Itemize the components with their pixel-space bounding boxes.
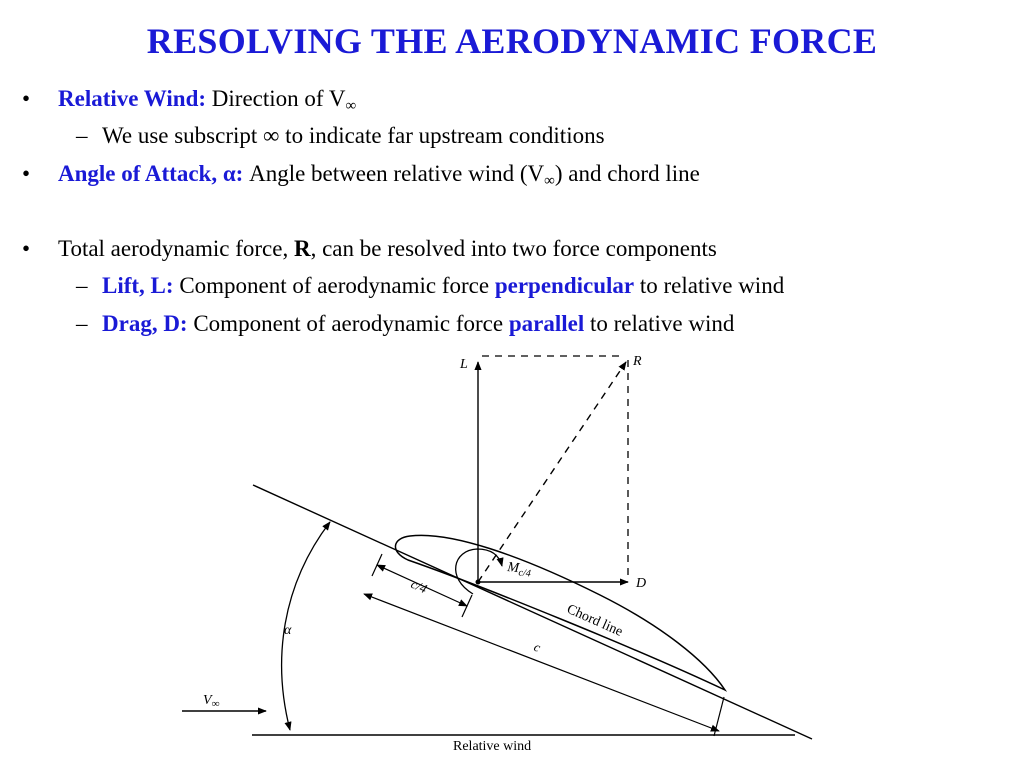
chord-line-label: Chord line <box>564 602 624 640</box>
quarter-chord-label: c/4 <box>409 576 430 596</box>
subscript: ∞ <box>544 173 555 189</box>
text: Component of aerodynamic force <box>179 273 495 298</box>
text: Component of aerodynamic force <box>193 311 509 336</box>
relative-wind-label: Relative wind <box>453 739 531 754</box>
lift-label: L <box>459 357 468 372</box>
text: ) and chord line <box>554 161 700 186</box>
text: Direction of V <box>211 86 346 111</box>
term-perpendicular: perpendicular <box>494 273 635 298</box>
chord-length-label: c <box>532 639 543 655</box>
freestream-subscript: ∞ <box>212 698 220 710</box>
text: to relative wind <box>584 311 735 336</box>
text: , can be resolved into two force compone… <box>310 236 717 261</box>
text: Total aerodynamic force, <box>58 236 294 261</box>
dash-marker: – <box>76 123 88 148</box>
bullet-total-force: Total aerodynamic force, R, can be resol… <box>58 236 717 262</box>
subbullet-drag: Drag, D: Component of aerodynamic force … <box>102 311 734 337</box>
resultant-label: R <box>632 354 642 369</box>
resultant-vector <box>477 361 627 583</box>
term-relative-wind: Relative Wind: <box>58 86 207 111</box>
bullet-marker: • <box>22 236 31 261</box>
text: We use subscript ∞ to indicate far upstr… <box>102 123 605 148</box>
term-lift: Lift, L: <box>102 273 174 298</box>
freestream-symbol: V <box>203 693 213 708</box>
bullet-marker: • <box>22 86 31 111</box>
alpha-label: α <box>284 623 292 638</box>
quarter-chord-point <box>475 579 481 585</box>
term-drag: Drag, D: <box>102 311 188 336</box>
subbullet-subscript-note: We use subscript ∞ to indicate far upstr… <box>102 123 605 149</box>
chord-dimension <box>363 593 720 732</box>
bullet-marker: • <box>22 161 31 186</box>
drag-label: D <box>635 576 646 591</box>
subscript: ∞ <box>345 98 357 114</box>
chord-tick <box>713 696 725 737</box>
moment-subscript: c/4 <box>518 567 531 579</box>
dash-marker: – <box>76 311 88 336</box>
alpha-arc <box>280 521 331 731</box>
term-angle-of-attack: Angle of Attack, α: <box>58 161 244 186</box>
term-resultant: R <box>293 236 311 261</box>
text: Angle between relative wind (V <box>249 161 545 186</box>
moment-label: Mc/4 <box>505 560 532 580</box>
moment-symbol: M <box>506 560 521 576</box>
dash-marker: – <box>76 273 88 298</box>
bullet-relative-wind: Relative Wind: Direction of V∞ <box>58 86 357 114</box>
term-parallel: parallel <box>508 311 585 336</box>
subbullet-lift: Lift, L: Component of aerodynamic force … <box>102 273 784 299</box>
chord-line <box>252 484 813 740</box>
bullet-angle-of-attack: Angle of Attack, α: Angle between relati… <box>58 161 700 189</box>
text: to relative wind <box>634 273 785 298</box>
freestream-label: V∞ <box>203 693 220 710</box>
airfoil-outline <box>394 534 728 692</box>
slide-title: RESOLVING THE AERODYNAMIC FORCE <box>146 21 878 61</box>
